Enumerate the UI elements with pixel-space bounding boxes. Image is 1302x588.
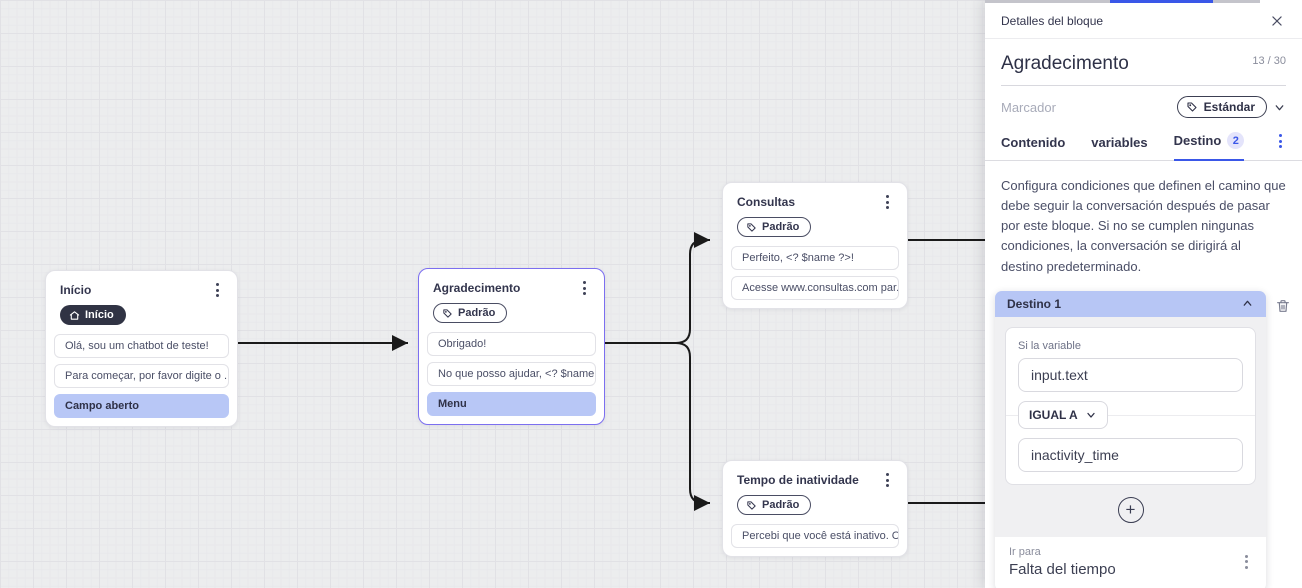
destination-title: Destino 1 [1007,296,1062,311]
node-menu-icon[interactable] [212,281,223,299]
message-item[interactable]: Olá, sou um chatbot de teste! [54,333,229,358]
open-field-item[interactable]: Campo aberto [54,393,229,418]
tag-icon [747,222,756,232]
divider [1001,85,1286,86]
node-title: Agradecimento [433,281,521,295]
start-badge: Início [60,305,126,325]
chevron-down-icon [1087,412,1095,418]
marker-input[interactable]: Marcador [1001,99,1056,115]
condition-variable-input[interactable]: input.text [1018,357,1243,392]
condition-label: Si la variable [1018,339,1081,352]
marker-badge: Padrão [737,495,812,515]
panel-top-strip [985,0,1302,3]
edge-agradecimento-tempo [605,342,710,511]
node-consultas[interactable]: Consultas Padrão Perfeito, <? $name ?>! … [722,182,908,309]
go-to-label: Ir para [1009,545,1041,558]
panel-tabs: Contenido variables Destino 2 [985,122,1302,161]
edge-agradecimento-consultas [605,232,710,344]
message-item[interactable]: Obrigado! [427,331,596,356]
marker-badge-label: Padrão [458,307,496,319]
marker-badge-label: Padrão [762,221,800,233]
marker-badge: Padrão [433,303,508,323]
message-item[interactable]: Acesse www.consultas.com par... [731,275,899,300]
message-item[interactable]: No que posso ajudar, <? $name ... [427,361,596,386]
tag-icon [1187,102,1197,112]
marker-badge-label: Padrão [762,499,800,511]
tab-variables[interactable]: variables [1091,135,1148,150]
destination-card: Destino 1 Si la variable input.text IGUA… [995,290,1266,588]
go-to-menu-icon[interactable] [1241,553,1252,571]
menu-item[interactable]: Menu [427,391,596,416]
marker-badge: Padrão [737,217,812,237]
message-item[interactable]: Perfeito, <? $name ?>! [731,245,899,270]
message-item[interactable]: Para começar, por favor digite o ... [54,363,229,388]
node-title: Consultas [737,195,796,209]
panel-title: Detalles del bloque [1001,14,1104,28]
chevron-up-icon[interactable] [1241,297,1254,310]
destination-card-header[interactable]: Destino 1 [995,290,1266,317]
standard-tag-label: Estándar [1203,100,1255,114]
operator-select[interactable]: IGUAL A [1018,400,1108,429]
start-badge-label: Início [85,309,114,321]
block-details-panel: Detalles del bloque Agradecimento 13 / 3… [985,0,1302,588]
node-title: Início [60,283,92,297]
operator-label: IGUAL A [1029,407,1078,422]
go-to-value[interactable]: Falta del tiempo [1009,560,1116,578]
tab-contenido[interactable]: Contenido [1001,135,1066,150]
node-tempo-inatividade[interactable]: Tempo de inatividade Padrão Percebi que … [722,460,908,557]
node-inicio[interactable]: Início Início Olá, sou um chatbot de tes… [45,270,238,427]
tab-destino[interactable]: Destino 2 [1173,132,1245,161]
home-icon [69,310,80,320]
tabs-menu-icon[interactable] [1275,132,1286,150]
destination-description: Configura condiciones que definen el cam… [1001,178,1286,274]
tag-icon [747,500,756,510]
node-menu-icon[interactable] [579,279,590,297]
message-item[interactable]: Percebi que você está inativo. C... [731,523,899,548]
destination-count-badge: 2 [1227,132,1245,149]
close-icon[interactable] [1268,12,1286,30]
chevron-down-icon[interactable] [1273,101,1286,114]
node-menu-icon[interactable] [882,471,893,489]
add-condition-icon[interactable]: + [1117,496,1144,523]
char-counter: 13 / 30 [1252,55,1286,67]
condition-card: Si la variable input.text IGUAL A inacti… [1005,326,1256,485]
trash-icon[interactable] [1273,296,1293,316]
node-menu-icon[interactable] [882,193,893,211]
condition-value-input[interactable]: inactivity_time [1018,437,1243,472]
node-agradecimento[interactable]: Agradecimento Padrão Obrigado! No que po… [418,268,605,425]
block-name-input[interactable]: Agradecimento [1001,53,1129,74]
tag-icon [443,308,452,318]
standard-tag-chip[interactable]: Estándar [1176,96,1267,118]
node-title: Tempo de inatividade [737,473,859,487]
